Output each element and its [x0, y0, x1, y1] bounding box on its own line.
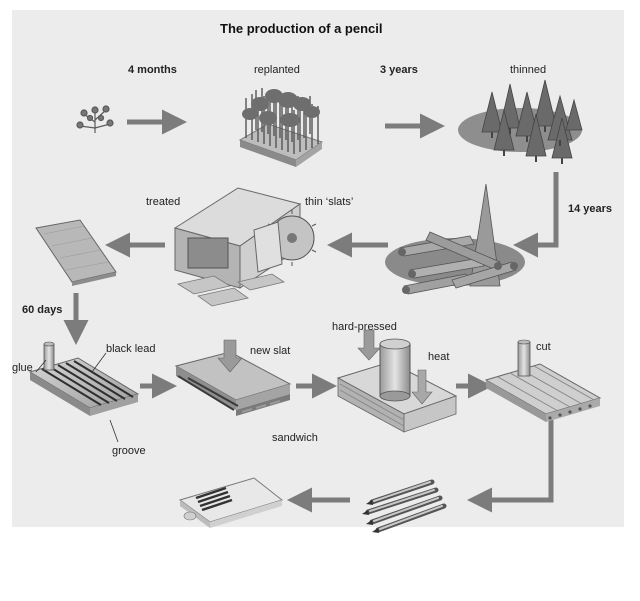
label-glue: glue	[12, 362, 33, 374]
cut-strips-illustration	[484, 339, 602, 422]
label-new-slat: new slat	[250, 345, 291, 357]
label-groove: groove	[112, 445, 146, 457]
label-cut: cut	[536, 341, 551, 353]
thinned-forest-illustration	[458, 79, 583, 164]
heat-arrow	[411, 369, 433, 405]
felled-logs-illustration	[385, 183, 525, 295]
replanted-nursery-illustration	[238, 88, 324, 167]
label-treated: treated	[146, 196, 181, 208]
treated-slat-illustration	[35, 219, 117, 286]
label-hard-pressed: hard-pressed	[332, 321, 397, 333]
label-thinned: thinned	[510, 64, 547, 76]
label-14-years: 14 years	[568, 203, 613, 215]
label-sandwich: sandwich	[272, 432, 318, 444]
seedling-illustration	[76, 105, 114, 133]
diagram-title: The production of a pencil	[220, 21, 383, 36]
label-thin-slats: thin ‘slats’	[305, 196, 354, 208]
finished-pencils-illustration	[362, 479, 447, 533]
glue-applicator	[43, 341, 55, 371]
label-4-months: 4 months	[128, 64, 177, 76]
label-black-lead: black lead	[106, 343, 156, 355]
packaged-pencils-illustration	[178, 477, 284, 528]
label-leaders	[35, 352, 119, 443]
hard-press-illustration	[336, 329, 458, 433]
label-replanted: replanted	[254, 64, 300, 76]
new-slat-arrow	[217, 339, 243, 373]
arrow-cut-to-pencils	[467, 420, 554, 513]
press-arrow	[357, 329, 381, 361]
label-heat: heat	[428, 351, 450, 363]
label-60-days: 60 days	[22, 304, 63, 316]
sandwich-illustration	[174, 339, 292, 416]
slat-cutting-machine-illustration	[173, 187, 317, 307]
arrow-thinned-to-felled	[513, 172, 559, 258]
process-arrows	[63, 109, 559, 513]
grooved-slat-illustration	[28, 341, 140, 416]
label-3-years: 3 years	[380, 64, 418, 76]
